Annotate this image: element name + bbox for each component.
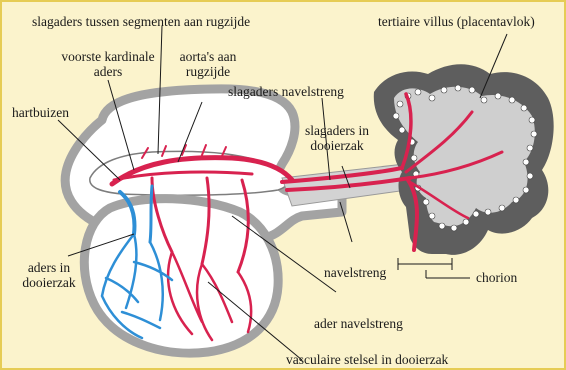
label-vitelline-arteries: slagaders in dooierzak bbox=[292, 123, 382, 153]
label-vitelline-arteries-line1: slagaders in bbox=[292, 123, 382, 138]
label-dorsal-aortas-line2: rugzijde bbox=[158, 64, 258, 79]
label-yolk-sac-vascular: vasculaire stelsel in dooierzak bbox=[286, 352, 448, 367]
label-heart-tubes: hartbuizen bbox=[12, 105, 69, 120]
label-umbilical-cord: navelstreng bbox=[324, 265, 386, 280]
label-chorion: chorion bbox=[476, 270, 517, 285]
label-umbilical-arteries: slagaders navelstreng bbox=[228, 84, 344, 99]
label-tertiary-villus: tertiaire villus (placentavlok) bbox=[378, 14, 535, 29]
label-vitelline-veins: aders in dooierzak bbox=[6, 260, 92, 290]
label-cardinal-veins-line1: voorste kardinale bbox=[38, 49, 178, 64]
label-intersegmental-arteries: slagaders tussen segmenten aan rugzijde bbox=[32, 14, 250, 29]
label-vitelline-veins-line2: dooierzak bbox=[6, 275, 92, 290]
label-dorsal-aortas-line1: aorta's aan bbox=[158, 49, 258, 64]
label-cardinal-veins-line2: aders bbox=[38, 64, 178, 79]
label-cardinal-veins: voorste kardinale aders bbox=[38, 49, 178, 79]
label-umbilical-vein: ader navelstreng bbox=[314, 316, 403, 331]
label-vitelline-veins-line1: aders in bbox=[6, 260, 92, 275]
label-dorsal-aortas: aorta's aan rugzijde bbox=[158, 49, 258, 79]
label-vitelline-arteries-line2: dooierzak bbox=[292, 138, 382, 153]
